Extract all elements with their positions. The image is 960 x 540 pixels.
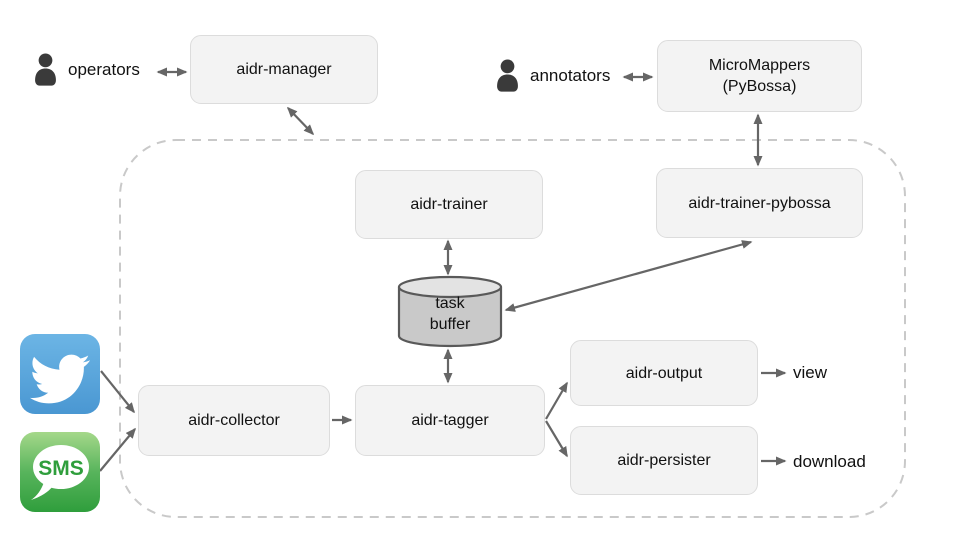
node-micromappers-label-line1: MicroMappers <box>708 57 811 74</box>
sink-view-label: view <box>793 363 828 382</box>
node-aidr-manager-label: aidr-manager <box>236 61 332 78</box>
node-aidr-manager: aidr-manager <box>190 35 378 104</box>
node-aidr-trainer-label: aidr-trainer <box>410 196 488 213</box>
edge-trainer-pybossa-task-buffer <box>504 240 753 312</box>
person-icon <box>35 53 56 86</box>
edge-sms-collector <box>99 427 136 472</box>
edge-tagger-output <box>545 381 568 420</box>
node-micromappers: MicroMappers (PyBossa) <box>657 40 862 112</box>
twitter-icon <box>20 334 100 414</box>
node-aidr-persister: aidr-persister <box>570 426 758 495</box>
node-aidr-collector: aidr-collector <box>138 385 330 456</box>
node-aidr-output: aidr-output <box>570 340 758 406</box>
sms-icon: SMS <box>20 432 100 512</box>
sms-icon-label: SMS <box>38 457 84 480</box>
node-aidr-persister-label: aidr-persister <box>617 452 711 469</box>
actor-annotators: annotators <box>495 58 610 93</box>
node-aidr-trainer-pybossa: aidr-trainer-pybossa <box>656 168 863 238</box>
node-aidr-collector-label: aidr-collector <box>188 412 280 429</box>
node-aidr-output-label: aidr-output <box>625 364 703 382</box>
node-aidr-trainer-pybossa-label: aidr-trainer-pybossa <box>688 194 831 212</box>
edge-tagger-persister <box>545 420 568 458</box>
actor-annotators-label: annotators <box>530 65 611 85</box>
node-aidr-tagger: aidr-tagger <box>355 385 545 456</box>
node-aidr-tagger-label: aidr-tagger <box>411 412 489 429</box>
task-buffer-label-line2: buffer <box>429 316 471 333</box>
task-buffer-label-line1: task <box>435 295 465 312</box>
actor-operators: operators <box>33 52 140 87</box>
edge-manager-platform <box>286 106 315 136</box>
actor-operators-label: operators <box>68 59 140 79</box>
task-buffer-label: task buffer <box>397 293 503 335</box>
node-aidr-trainer: aidr-trainer <box>355 170 543 239</box>
edge-twitter-collector <box>100 370 135 414</box>
node-micromappers-label-line2: (PyBossa) <box>722 78 797 95</box>
sink-download-label: download <box>793 452 866 471</box>
person-icon <box>497 59 518 92</box>
